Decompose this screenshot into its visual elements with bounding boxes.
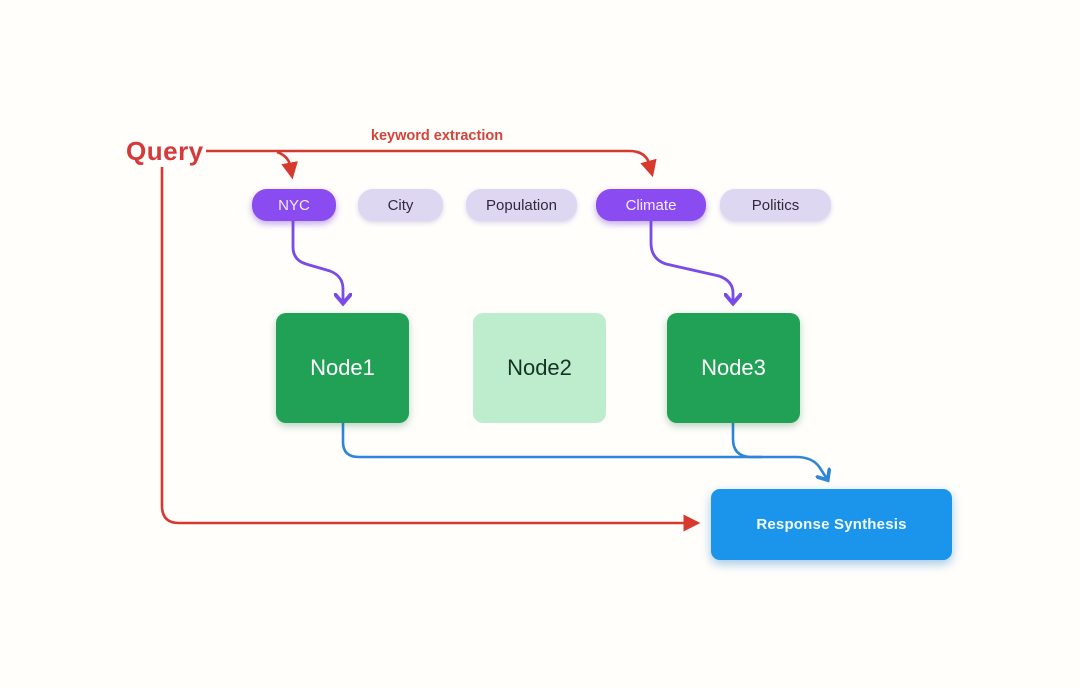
edge-node3-to-response — [731, 423, 762, 459]
keyword-pill-climate: Climate — [596, 189, 706, 221]
query-label: Query — [126, 136, 204, 166]
node-label: Node1 — [310, 355, 375, 380]
node1-box: Node1 — [276, 313, 409, 423]
keyword-pill-label: Climate — [625, 196, 677, 214]
keyword-pill-label: City — [387, 196, 414, 214]
keyword-pill-label: Population — [486, 196, 557, 214]
response-synthesis-box: Response Synthesis — [711, 489, 952, 560]
keyword-pill-population: Population — [466, 189, 577, 221]
keyword-extraction-label: keyword extraction — [370, 128, 504, 144]
response-synthesis-label: Response Synthesis — [756, 516, 907, 533]
node3-box: Node3 — [667, 313, 800, 423]
node2-box: Node2 — [473, 313, 606, 423]
keyword-pill-politics: Politics — [720, 189, 831, 221]
keyword-pill-label: Politics — [751, 196, 800, 214]
node-label: Node3 — [701, 355, 766, 380]
node-label: Node2 — [507, 355, 572, 380]
edge-nyc-to-node1 — [291, 221, 343, 302]
edge-query-to-response — [160, 167, 701, 532]
edge-query-to-nyc — [276, 150, 298, 180]
edge-query-keyword-main — [206, 149, 657, 178]
edge-climate-to-node3 — [649, 221, 733, 302]
keyword-pill-nyc: NYC — [252, 189, 336, 221]
keyword-pill-label: NYC — [278, 196, 310, 214]
edge-node1-to-response — [341, 423, 827, 479]
keyword-pill-city: City — [358, 189, 443, 221]
